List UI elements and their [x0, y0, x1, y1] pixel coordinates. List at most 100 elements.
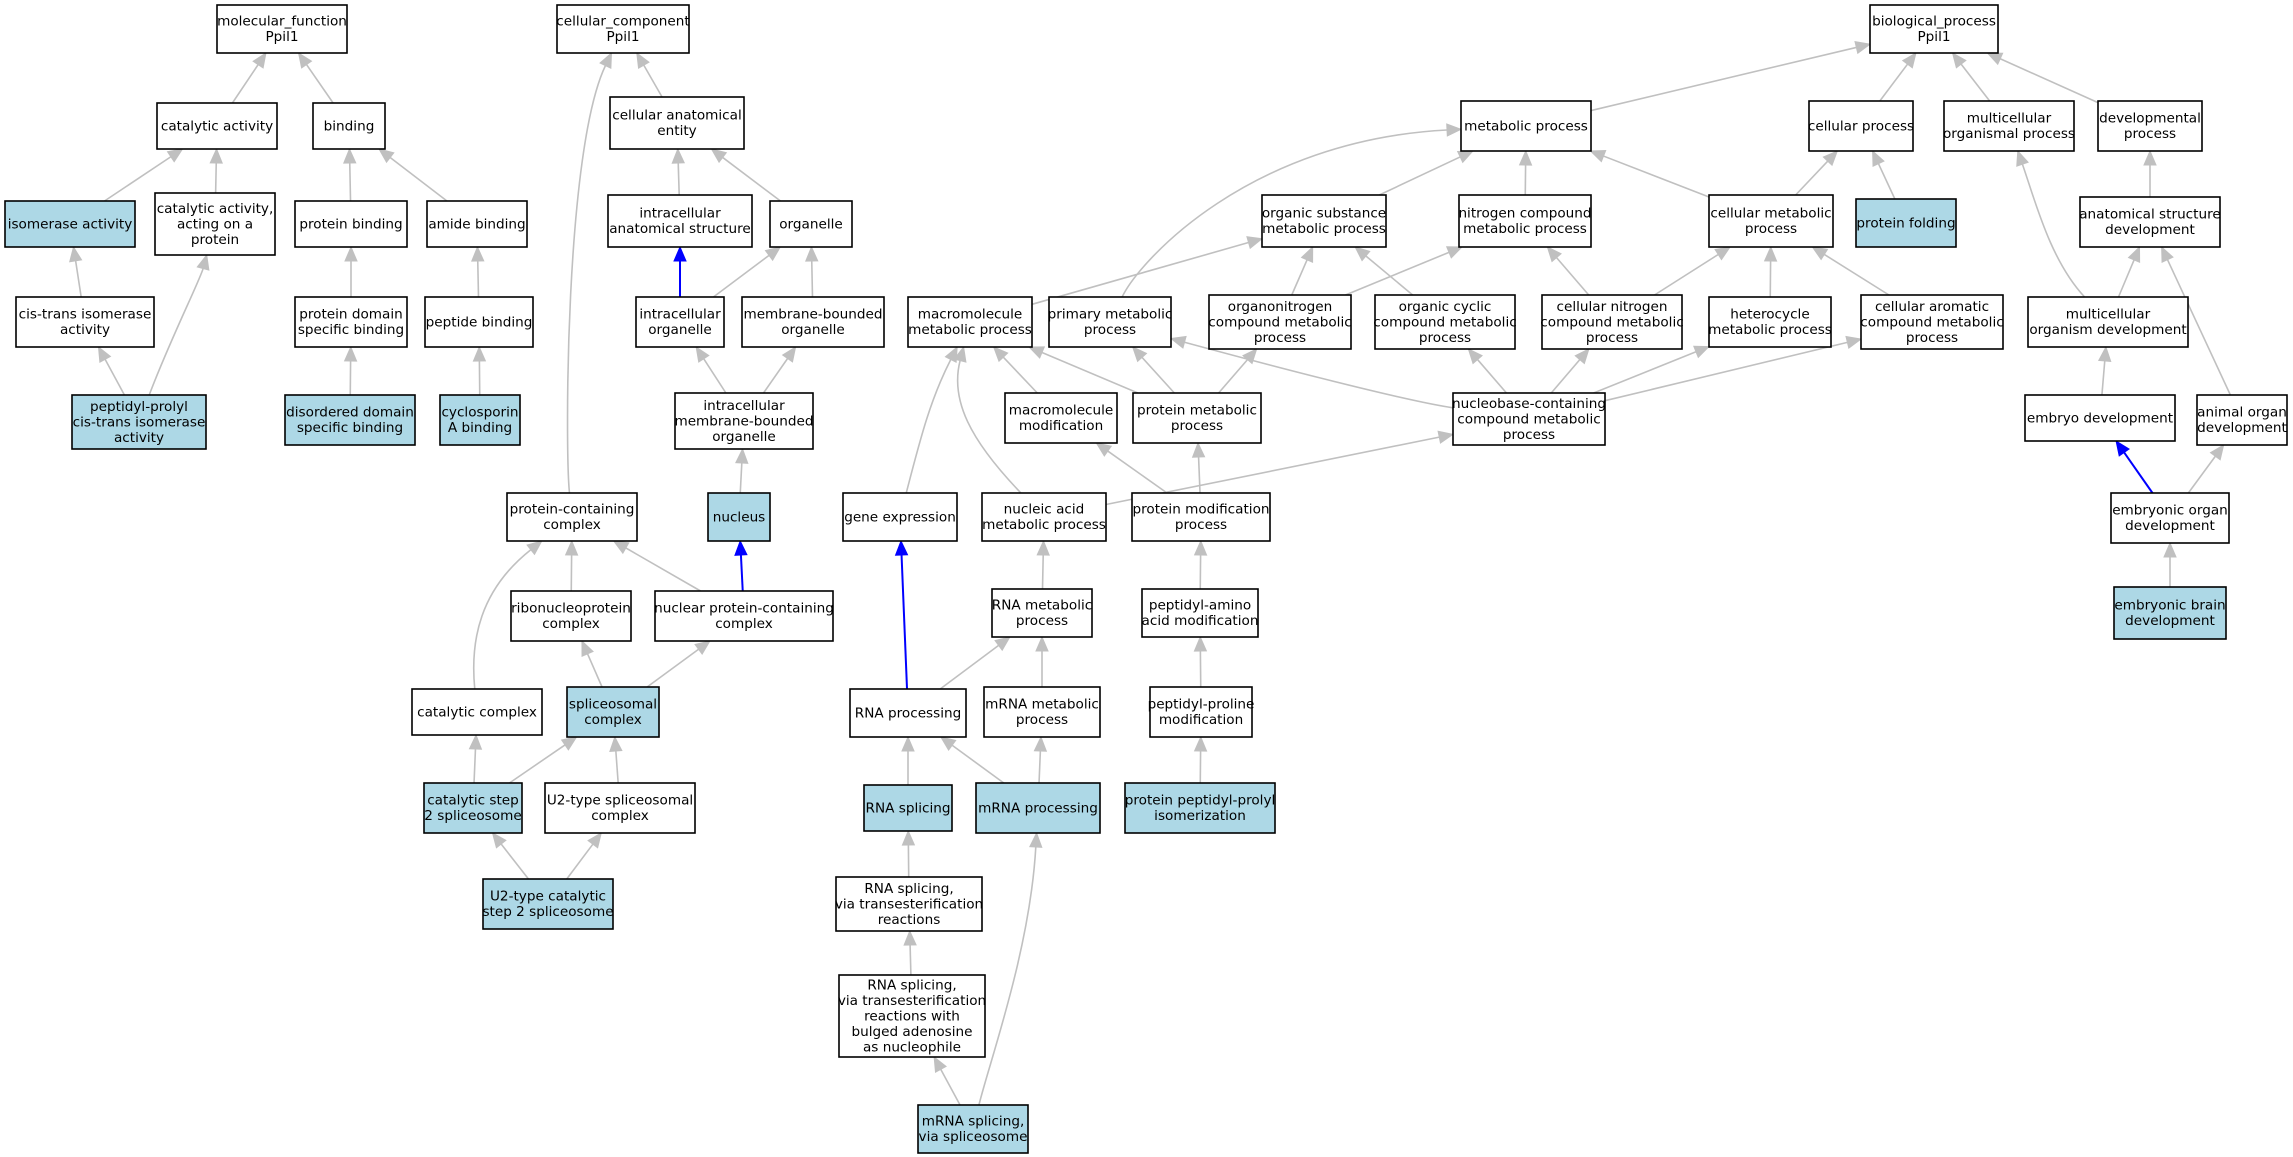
go-term-node-rstr[interactable]: RNA splicing,via transesterificationreac… [835, 876, 983, 932]
go-term-node-rnap[interactable]: RNA processing [849, 688, 967, 738]
go-term-node-nucleus[interactable]: nucleus [707, 492, 771, 542]
edge-pbind-to-bind [348, 162, 352, 202]
edge-catcx-to-pcc [472, 549, 532, 690]
go-term-node-cellp[interactable]: cellular process [1808, 100, 1914, 152]
node-box [71, 394, 207, 450]
go-term-node-embd[interactable]: embryo development [2024, 394, 2176, 442]
go-term-node-amide[interactable]: amide binding [426, 200, 528, 248]
go-term-node-pfold[interactable]: protein folding [1855, 198, 1957, 248]
edge-mod-to-multi [2021, 163, 2086, 298]
node-label-line: complex [543, 517, 601, 533]
edge-mrnap-to-rnap-arrowhead [939, 736, 957, 752]
node-label-line: macromolecule [918, 307, 1023, 323]
go-term-node-catcx[interactable]: catalytic complex [411, 688, 543, 736]
go-term-node-iso[interactable]: isomerase activity [4, 200, 136, 248]
node-box [1004, 392, 1118, 444]
go-term-node-bind[interactable]: binding [312, 102, 386, 150]
node-box [2113, 586, 2227, 640]
node-box [1460, 100, 1592, 152]
go-term-node-mrnas[interactable]: mRNA splicing,via spliceosome [917, 1104, 1029, 1154]
go-term-node-mrnap[interactable]: mRNA processing [975, 782, 1101, 834]
node-label-line: primary metabolic [1048, 307, 1173, 323]
edge-splc-to-rnp [586, 653, 603, 688]
go-term-node-gexp[interactable]: gene expression [842, 492, 958, 542]
edge-splc-to-npcc [646, 648, 700, 688]
node-label-line: compound metabolic [1373, 314, 1516, 330]
edge-cae-to-cc [643, 64, 663, 98]
go-term-node-org[interactable]: organelle [769, 200, 853, 248]
go-term-node-rstrb[interactable]: RNA splicing,via transesterificationreac… [838, 974, 986, 1058]
node-label-line: process [1175, 517, 1227, 533]
go-term-node-met[interactable]: metabolic process [1460, 100, 1592, 152]
node-label-line: embryonic brain [2114, 598, 2225, 614]
node-label-line: organismal process [1943, 126, 2075, 142]
node-label-line: organic cyclic [1399, 299, 1492, 315]
node-box [1048, 296, 1172, 348]
node-label-line: cellular nitrogen [1557, 299, 1668, 315]
edge-mod-to-asd-arrowhead [2127, 245, 2141, 263]
edge-nbcm-to-cacm-arrowhead [1845, 335, 1863, 350]
node-box [609, 96, 745, 150]
edge-cmet-to-cellp [1795, 160, 1829, 196]
node-box [674, 392, 814, 450]
go-term-node-pbind[interactable]: protein binding [294, 200, 408, 248]
edge-cncm-to-cmet [1654, 253, 1719, 296]
go-term-node-cat[interactable]: catalytic activity [156, 102, 278, 150]
node-label-line: macromolecule [1009, 403, 1114, 419]
go-term-node-rnas[interactable]: RNA splicing [863, 784, 953, 832]
node-label-line: cellular process [1808, 118, 1914, 134]
node-label-line: molecular_function [217, 14, 347, 30]
edge-mbo-to-org [810, 260, 814, 298]
go-term-node-pep[interactable]: peptide binding [424, 296, 534, 348]
edge-rnap-to-gexp-arrowhead [894, 539, 909, 556]
